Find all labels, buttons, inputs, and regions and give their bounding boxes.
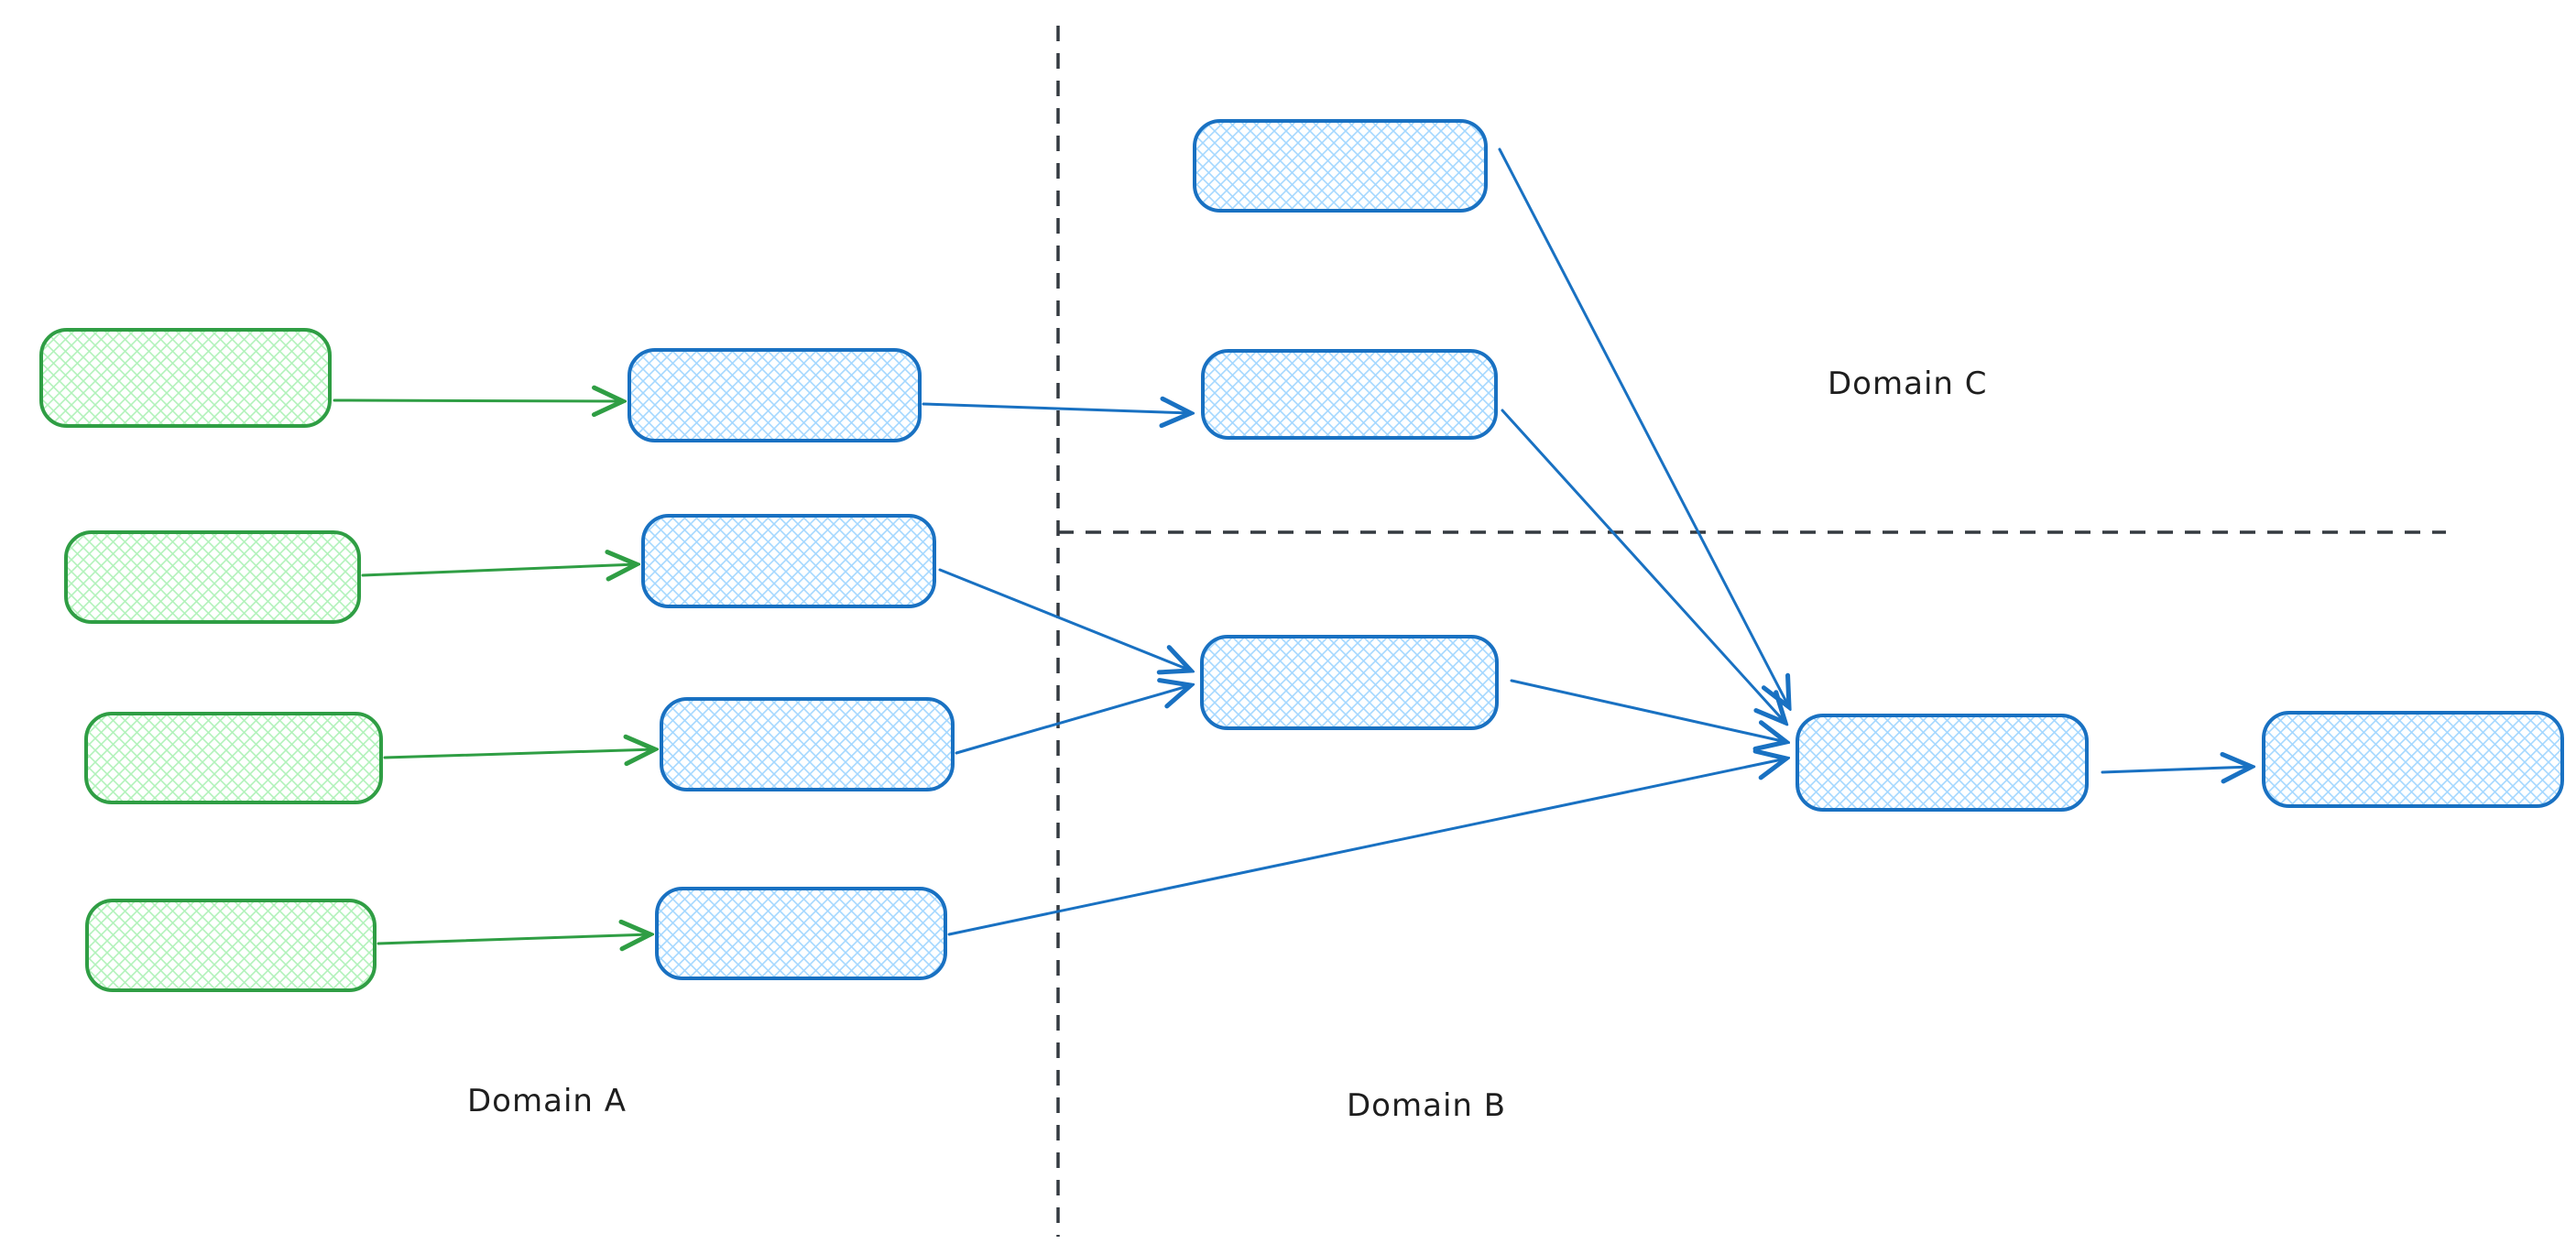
arrow-c-box-top-to-b-box-aggregate[interactable] [1498, 147, 1789, 707]
arrow-a-source-2-to-a-proc-2[interactable] [361, 564, 637, 575]
node-b-box-merge[interactable] [1200, 635, 1499, 730]
arrow-a-proc-2-to-b-box-merge[interactable] [938, 568, 1191, 671]
node-a-source-3[interactable] [84, 712, 383, 804]
node-a-source-1[interactable] [39, 328, 332, 428]
node-b-box-output[interactable] [2262, 711, 2564, 808]
arrow-a-proc-1-to-c-box-mid[interactable] [922, 404, 1191, 413]
node-a-source-4[interactable] [85, 899, 377, 992]
node-c-box-mid[interactable] [1201, 349, 1498, 440]
node-b-box-aggregate[interactable] [1796, 714, 2089, 812]
arrow-a-proc-4-to-b-box-aggregate[interactable] [947, 758, 1786, 936]
arrow-a-source-1-to-a-proc-1[interactable] [333, 400, 623, 401]
green-source-boxes [39, 328, 383, 992]
node-a-proc-2[interactable] [641, 514, 936, 608]
node-c-box-top[interactable] [1193, 119, 1488, 213]
blue-process-boxes [628, 119, 2564, 980]
arrow-c-box-mid-to-b-box-aggregate[interactable] [1501, 409, 1785, 723]
arrow-a-source-4-to-a-proc-4[interactable] [377, 934, 650, 944]
node-a-source-2[interactable] [64, 530, 361, 624]
green-arrows [333, 400, 655, 944]
arrow-a-source-3-to-a-proc-3[interactable] [383, 749, 655, 758]
domain-c-label[interactable]: Domain C [1828, 366, 1987, 402]
node-a-proc-4[interactable] [655, 887, 947, 980]
domain-labels: Domain A Domain B Domain C [467, 366, 1987, 1124]
node-a-proc-1[interactable] [628, 348, 922, 442]
arrow-b-box-aggregate-to-b-box-output[interactable] [2101, 767, 2252, 772]
blue-arrows [922, 147, 2252, 936]
arrow-a-proc-3-to-b-box-merge[interactable] [955, 685, 1191, 755]
arrow-b-box-merge-to-b-box-aggregate[interactable] [1510, 679, 1786, 742]
domain-a-label[interactable]: Domain A [467, 1083, 627, 1119]
domain-dividers [1056, 26, 2446, 1237]
domain-b-label[interactable]: Domain B [1347, 1087, 1506, 1124]
node-a-proc-3[interactable] [660, 697, 955, 791]
